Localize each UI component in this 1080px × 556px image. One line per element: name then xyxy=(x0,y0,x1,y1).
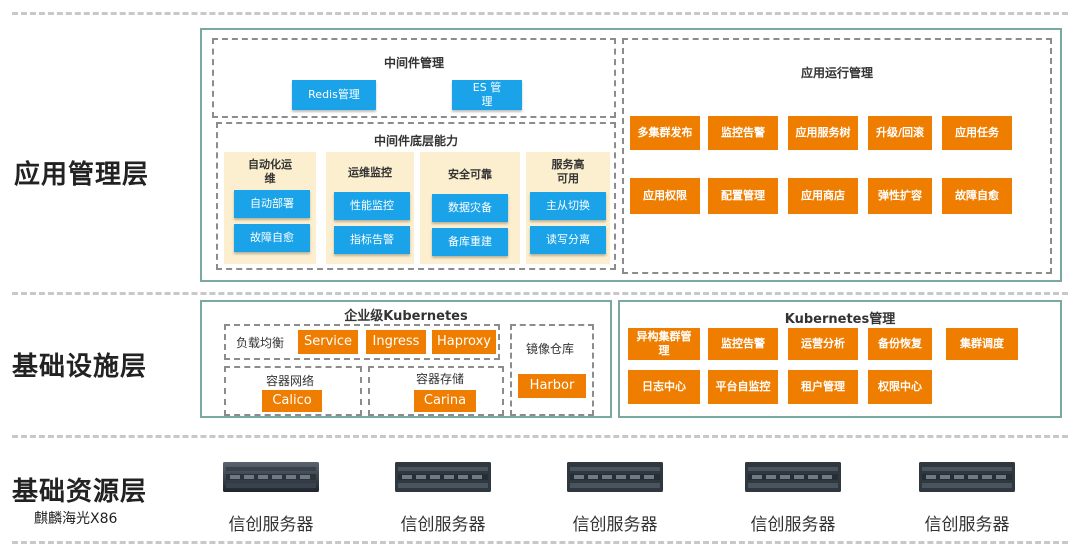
server-label: 信创服务器 xyxy=(750,515,836,535)
app-layer-panel: 中间件管理 Redis管理 ES 管 理 中间件底层能力 自动化运 维 自动部署… xyxy=(200,28,1062,282)
middleware-base-box: 中间件底层能力 自动化运 维 自动部署 故障自愈 运维监控 性能监控 指标告警 … xyxy=(216,122,616,270)
runtime-item-upgrade: 升级/回滚 xyxy=(868,116,932,150)
server-label: 信创服务器 xyxy=(228,515,314,535)
k8s-mgmt-title: Kubernetes管理 xyxy=(784,312,896,327)
runtime-item-store: 应用商店 xyxy=(788,178,858,214)
separator-app-infra xyxy=(12,292,1068,295)
group-security-title: 安全可靠 xyxy=(448,168,492,181)
separator-infra-resource xyxy=(12,435,1068,438)
lb-ingress: Ingress xyxy=(366,330,426,354)
perf-monitor-item: 性能监控 xyxy=(334,192,410,220)
net-calico: Calico xyxy=(262,390,322,412)
registry-box: 镜像仓库 Harbor xyxy=(510,324,594,416)
group-ops-monitor: 运维监控 性能监控 指标告警 xyxy=(326,152,414,264)
registry-harbor: Harbor xyxy=(518,374,586,398)
layer-label-app: 应用管理层 xyxy=(14,160,150,190)
lb-service: Service xyxy=(298,330,358,354)
group-automation-title: 自动化运 维 xyxy=(248,158,292,185)
k8s-item-backup: 备份恢复 xyxy=(868,328,932,360)
k8s-item-tenant: 租户管理 xyxy=(788,370,858,404)
middleware-mgmt-box: 中间件管理 Redis管理 ES 管 理 xyxy=(212,38,616,118)
k8s-enterprise-panel: 企业级Kubernetes 负载均衡 Service Ingress Hapro… xyxy=(200,300,612,418)
group-ha: 服务高 可用 主从切换 读写分离 xyxy=(526,152,610,264)
app-runtime-box: 应用运行管理 多集群发布 监控告警 应用服务树 升级/回滚 应用任务 应用权限 … xyxy=(622,38,1052,274)
k8s-item-permission: 权限中心 xyxy=(868,370,932,404)
k8s-item-scheduling: 集群调度 xyxy=(946,328,1018,360)
registry-label: 镜像仓库 xyxy=(526,342,575,356)
runtime-item-tasks: 应用任务 xyxy=(942,116,1012,150)
separator-top xyxy=(12,12,1068,15)
data-dr-item: 数据灾备 xyxy=(432,194,508,222)
server-icon xyxy=(394,460,492,494)
lb-box: 负载均衡 Service Ingress Haproxy xyxy=(224,324,500,360)
k8s-item-hetero: 异构集群管 理 xyxy=(628,328,700,360)
group-security: 安全可靠 数据灾备 备库重建 xyxy=(420,152,520,264)
group-ha-title: 服务高 可用 xyxy=(551,158,585,185)
runtime-item-multicluster: 多集群发布 xyxy=(630,116,700,150)
replica-rebuild-item: 备库重建 xyxy=(432,228,508,256)
metric-alert-item: 指标告警 xyxy=(334,226,410,254)
lb-label: 负载均衡 xyxy=(236,336,285,350)
app-runtime-title: 应用运行管理 xyxy=(800,66,873,80)
redis-mgmt-item: Redis管理 xyxy=(292,80,376,110)
failover-item: 主从切换 xyxy=(530,192,606,220)
middleware-base-title: 中间件底层能力 xyxy=(373,134,458,148)
runtime-item-service-tree: 应用服务树 xyxy=(788,116,858,150)
server-icon xyxy=(566,460,664,494)
net-label: 容器网络 xyxy=(266,374,315,388)
runtime-item-autoscale: 弹性扩容 xyxy=(868,178,932,214)
k8s-item-ops-analysis: 运营分析 xyxy=(788,328,858,360)
k8s-item-self-monitor: 平台自监控 xyxy=(708,370,778,404)
storage-label: 容器存储 xyxy=(416,372,465,386)
auto-heal-item: 故障自愈 xyxy=(234,224,310,252)
runtime-item-permission: 应用权限 xyxy=(630,178,700,214)
runtime-item-selfheal: 故障自愈 xyxy=(942,178,1012,214)
server-label: 信创服务器 xyxy=(400,515,486,535)
storage-carina: Carina xyxy=(414,390,476,412)
rw-split-item: 读写分离 xyxy=(530,226,606,254)
middleware-mgmt-title: 中间件管理 xyxy=(383,56,444,70)
auto-deploy-item: 自动部署 xyxy=(234,190,310,218)
group-automation: 自动化运 维 自动部署 故障自愈 xyxy=(224,152,316,264)
k8s-mgmt-panel: Kubernetes管理 异构集群管 理 监控告警 运营分析 备份恢复 集群调度… xyxy=(618,300,1062,418)
server-icon xyxy=(222,460,320,494)
es-mgmt-item: ES 管 理 xyxy=(452,80,522,110)
k8s-enterprise-title: 企业级Kubernetes xyxy=(344,309,468,324)
storage-box: 容器存储 Carina xyxy=(368,366,504,416)
server-label: 信创服务器 xyxy=(924,515,1010,535)
server-icon xyxy=(918,460,1016,494)
group-ops-monitor-title: 运维监控 xyxy=(348,166,392,179)
k8s-item-monitor: 监控告警 xyxy=(708,328,778,360)
net-box: 容器网络 Calico xyxy=(224,366,362,416)
runtime-item-monitor: 监控告警 xyxy=(708,116,778,150)
k8s-item-logs: 日志中心 xyxy=(628,370,700,404)
server-label: 信创服务器 xyxy=(572,515,658,535)
server-icon xyxy=(744,460,842,494)
runtime-item-config: 配置管理 xyxy=(708,178,778,214)
layer-label-infra: 基础设施层 xyxy=(12,352,148,382)
separator-bottom xyxy=(12,541,1068,544)
resource-sub-label: 麒麟海光X86 xyxy=(34,511,118,527)
lb-haproxy: Haproxy xyxy=(432,330,496,354)
layer-label-resource: 基础资源层 xyxy=(12,477,148,507)
